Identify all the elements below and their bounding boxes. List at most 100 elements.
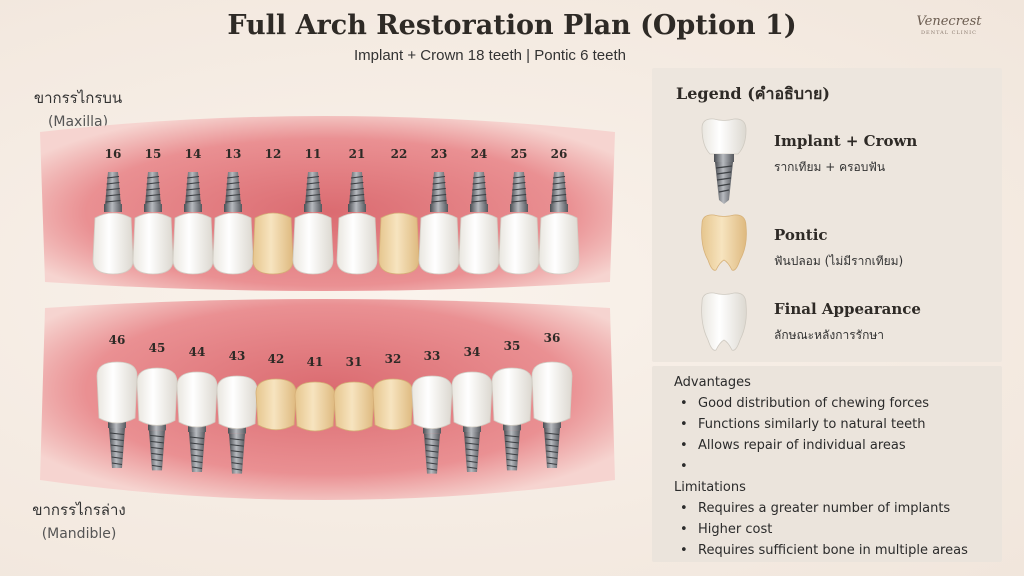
legend-panel: Legend (คำอธิบาย) Implant + Crown รากเที…	[652, 68, 1002, 362]
tooth-16: 16	[92, 147, 134, 275]
advantages-heading: Advantages	[674, 375, 751, 390]
implant-crown	[136, 367, 178, 426]
implant-thread	[546, 462, 558, 465]
clinic-logo: Venecrest DENTAL CLINIC	[906, 14, 992, 36]
implant-thread	[191, 454, 203, 457]
implant-crown	[538, 212, 580, 275]
tooth-41: 41	[294, 355, 336, 432]
tooth-11: 11	[292, 147, 334, 275]
implant-thread	[471, 194, 487, 197]
implant-thread	[350, 182, 364, 185]
implant-thread	[505, 440, 519, 444]
implant-thread	[106, 182, 120, 185]
implant-thread	[472, 182, 486, 185]
tooth-number-label: 43	[229, 349, 246, 363]
implant-thread	[105, 194, 121, 197]
implant-thread	[349, 200, 365, 203]
limitation-item: Higher cost	[680, 519, 1002, 540]
tooth-42: 42	[255, 352, 297, 431]
implant-thread	[109, 432, 125, 435]
implant-crown	[292, 212, 334, 275]
implant-thread	[472, 176, 486, 179]
implant-crown	[176, 371, 218, 428]
pontic-icon	[701, 214, 747, 271]
implant-thread	[145, 200, 161, 203]
implant-thread	[146, 182, 160, 185]
implant-thread	[150, 440, 164, 444]
implant-thread	[110, 444, 124, 447]
legend-name-pontic: Pontic	[774, 226, 828, 244]
page-title: Full Arch Restoration Plan (Option 1)	[227, 10, 797, 41]
tooth-number-label: 12	[265, 147, 282, 161]
implant-thread	[305, 200, 321, 203]
implant-thread	[426, 468, 438, 471]
tooth-31: 31	[333, 355, 375, 432]
legend-item-implant-crown: Implant + Crown รากเทียม + ครอบฟัน	[652, 116, 1002, 204]
tooth-26: 26	[538, 147, 580, 275]
implant-thread	[225, 200, 241, 203]
tooth-21: 21	[336, 147, 378, 275]
tooth-35: 35	[491, 339, 533, 471]
implant-thread	[231, 468, 243, 471]
advantages-list: Good distribution of chewing forces Func…	[680, 393, 1002, 477]
implant-abutment	[224, 204, 242, 212]
tooth-number-label: 33	[424, 349, 441, 363]
tooth-number-label: 24	[471, 147, 488, 161]
page-subtitle: Implant + Crown 18 teeth | Pontic 6 teet…	[354, 47, 626, 64]
implant-thread	[231, 462, 243, 465]
upper-jaw-label-th: ขากรรไกรบน	[33, 89, 123, 107]
tooth-23: 23	[418, 147, 460, 275]
tooth-24: 24	[458, 147, 500, 275]
tooth-32: 32	[372, 352, 414, 431]
implant-abutment	[543, 420, 561, 428]
implant-abutment	[463, 424, 481, 432]
implant-thread	[432, 182, 446, 185]
implant-thread	[111, 450, 123, 453]
implant-thread	[230, 450, 244, 453]
tooth-number-label: 13	[225, 147, 242, 161]
implant-thread	[512, 182, 526, 185]
lower-jaw-label-th: ขากรรไกรล่าง	[32, 501, 126, 519]
implant-thread	[106, 176, 120, 179]
implant-thread	[191, 460, 203, 463]
implant-thread	[425, 450, 439, 453]
pontic-crown	[372, 378, 414, 431]
implant-thread	[145, 194, 161, 197]
implant-crown	[451, 371, 493, 428]
implant-thread	[551, 194, 567, 197]
advantage-item: Functions similarly to natural teeth	[680, 414, 1002, 435]
implant-thread	[465, 442, 479, 445]
implant-thread	[150, 446, 164, 450]
implant-thread	[512, 188, 526, 191]
legend-desc-implant-crown: รากเทียม + ครอบฟัน	[774, 160, 886, 174]
implant-thread	[506, 464, 518, 468]
implant-thread	[226, 182, 240, 185]
implant-abutment	[304, 204, 322, 212]
implant-thread	[552, 176, 566, 179]
implant-thread	[106, 188, 120, 191]
implant-abutment	[104, 204, 122, 212]
implant-thread	[504, 434, 520, 438]
implant-thread	[464, 436, 480, 439]
implant-thread	[189, 436, 205, 439]
implant-thread	[431, 200, 447, 203]
legend-name-final: Final Appearance	[774, 300, 921, 318]
implant-thread	[186, 182, 200, 185]
implant-thread	[185, 200, 201, 203]
implant-thread	[111, 456, 123, 459]
info-panel: Advantages Good distribution of chewing …	[652, 366, 1002, 562]
implant-thread	[432, 176, 446, 179]
tooth-34: 34	[451, 345, 493, 472]
implant-crown	[411, 375, 453, 429]
limitation-item: Requires sufficient bone in multiple are…	[680, 540, 1002, 561]
tooth-number-label: 25	[511, 147, 528, 161]
lower-jaw-label: ขากรรไกรล่าง (Mandible)	[14, 498, 144, 542]
implant-abutment	[144, 204, 162, 212]
implant-crown-icon	[701, 118, 747, 204]
implant-thread	[506, 458, 518, 462]
implant-abutment	[510, 204, 528, 212]
implant-abutment	[503, 422, 521, 431]
tooth-number-label: 45	[149, 341, 166, 355]
tooth-46: 46	[96, 333, 138, 468]
